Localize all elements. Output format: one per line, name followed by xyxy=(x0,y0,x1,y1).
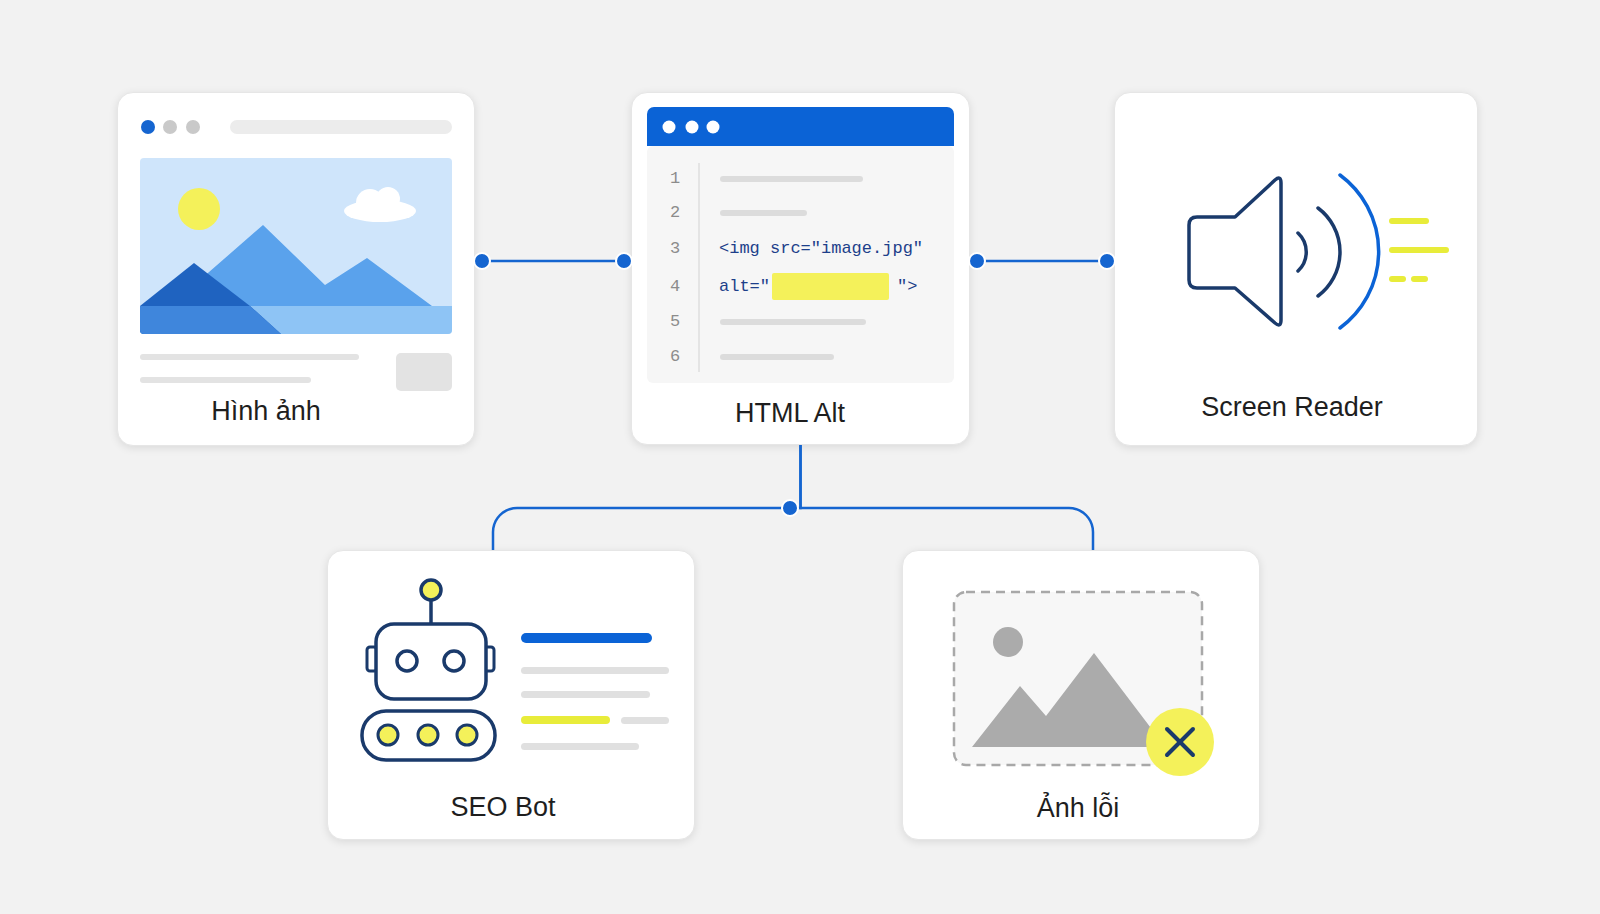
connector-line xyxy=(493,445,801,550)
broken-image-card: Ảnh lỗi xyxy=(902,550,1260,840)
image-card: Hình ảnh xyxy=(117,92,475,446)
connector-line xyxy=(475,260,631,263)
node-label: Screen Reader xyxy=(1122,390,1462,424)
node-label: Ảnh lỗi xyxy=(908,791,1248,825)
code-card: HTML Alt xyxy=(631,92,970,445)
junction-dot xyxy=(782,500,798,516)
seo-bot-card: SEO Bot xyxy=(327,550,695,840)
endpoint-dot xyxy=(616,253,632,269)
connector-line xyxy=(970,260,1114,263)
node-label: SEO Bot xyxy=(333,790,673,824)
endpoint-dot xyxy=(474,253,490,269)
endpoint-dot xyxy=(1099,253,1115,269)
node-label: Hình ảnh xyxy=(96,394,436,428)
endpoint-dot xyxy=(969,253,985,269)
connector-line xyxy=(801,445,1094,550)
node-label: HTML Alt xyxy=(620,396,960,430)
screen-reader-card: Screen Reader xyxy=(1114,92,1478,446)
